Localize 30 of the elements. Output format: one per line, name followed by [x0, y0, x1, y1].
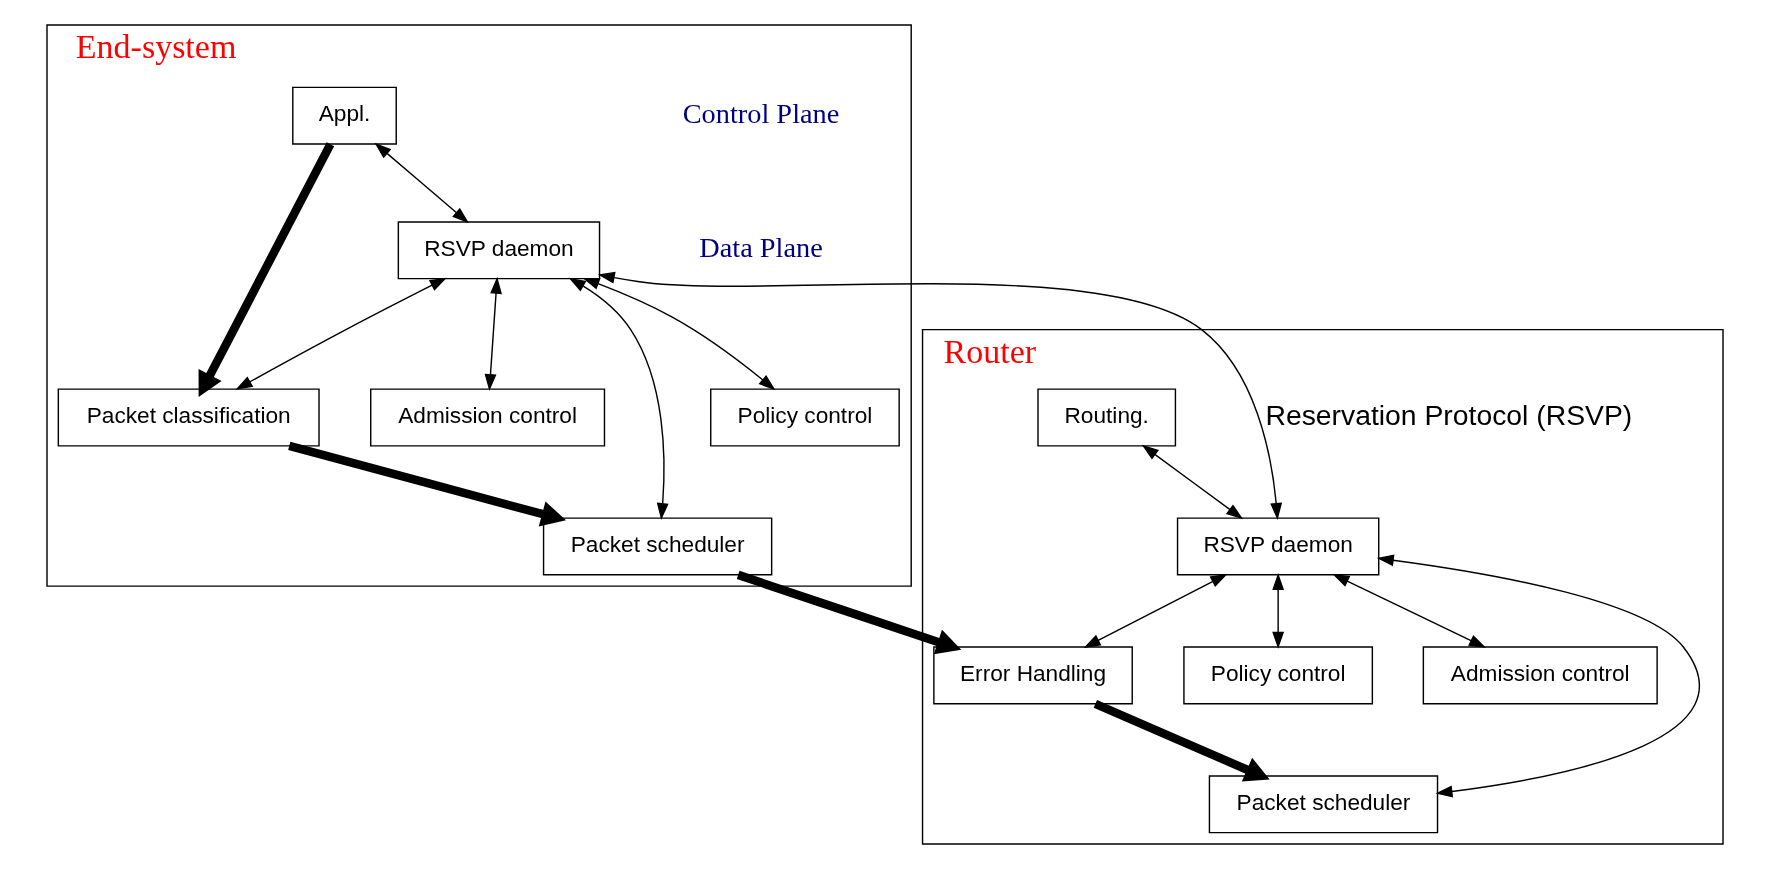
node-box: Packet scheduler	[542, 517, 772, 576]
node-box: Admission control	[1422, 646, 1658, 705]
arrow	[1376, 554, 1700, 798]
arrow	[287, 441, 566, 527]
arrow	[1271, 573, 1284, 649]
node-box: Admission control	[369, 388, 605, 447]
node-box: Appl.	[291, 86, 397, 145]
node-box: Policy control	[1182, 646, 1373, 705]
node-box: RSVP daemon	[1176, 517, 1379, 576]
node-box: Packet classification	[57, 388, 320, 447]
arrow	[234, 277, 447, 390]
arrow	[1093, 699, 1270, 782]
arrow	[484, 276, 502, 392]
node-box: Policy control	[709, 388, 900, 447]
arrow	[597, 271, 1282, 521]
arrow	[374, 142, 469, 224]
arrow	[568, 277, 669, 521]
arrow	[1141, 444, 1243, 520]
label: Control Plane	[682, 97, 839, 129]
node-box: Error Handling	[932, 646, 1133, 705]
node-box: RSVP daemon	[397, 221, 600, 280]
node-box: Packet scheduler	[1208, 775, 1438, 834]
label: Data Plane	[698, 232, 823, 264]
arrow	[1083, 573, 1227, 648]
arrow	[198, 142, 334, 397]
node-box: Routing.	[1036, 388, 1176, 447]
arrow	[1331, 573, 1486, 648]
arrow	[582, 277, 775, 391]
arrow	[736, 570, 961, 655]
edge-label: Reservation Protocol (RSVP)	[1264, 398, 1632, 431]
